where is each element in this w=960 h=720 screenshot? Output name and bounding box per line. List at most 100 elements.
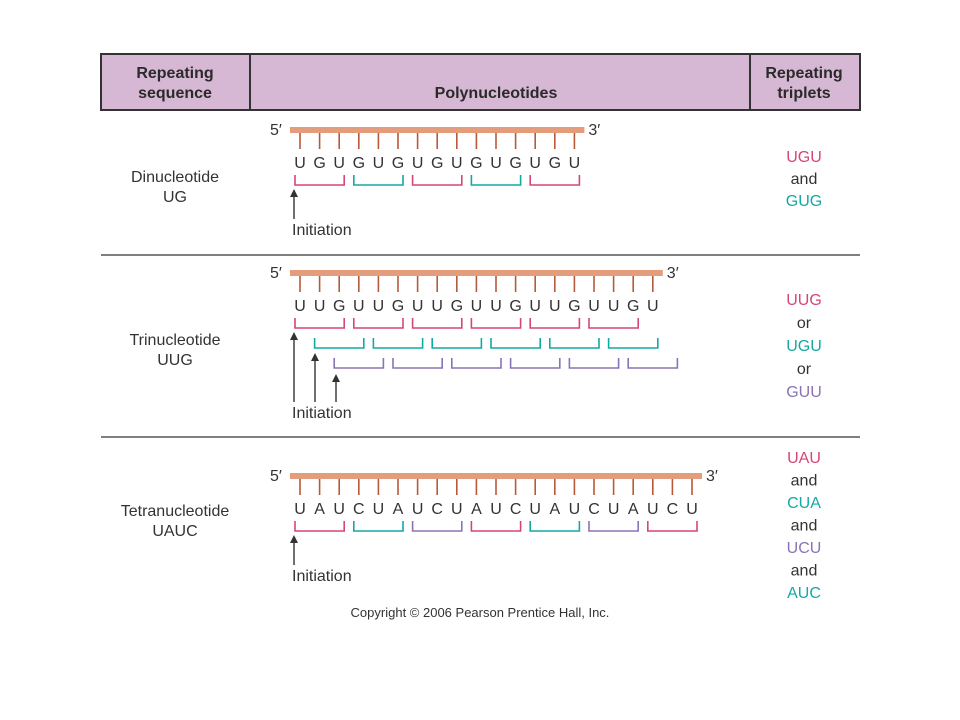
prime-3-label: 3′ [588, 122, 600, 139]
base-letter: G [549, 155, 561, 172]
base-letter: U [549, 298, 561, 315]
initiation-label: Initiation [292, 568, 352, 585]
triplet-connector-word: and [791, 563, 818, 580]
initiation-arrow-head [290, 332, 298, 340]
base-letter: G [392, 155, 404, 172]
header-col3-line1: Repeating [765, 65, 842, 82]
codon-bracket [490, 338, 541, 349]
triplet-connector-word: or [797, 315, 812, 332]
base-letter: U [294, 501, 306, 518]
header-col1-line1: Repeating [136, 65, 213, 82]
base-letter: U [353, 298, 365, 315]
codon-bracket [549, 338, 600, 349]
base-letter: U [294, 155, 306, 172]
base-letter: G [333, 298, 345, 315]
row-label-name: Dinucleotide [131, 169, 219, 186]
header-col1-line2: sequence [138, 85, 212, 102]
header-col2: Polynucleotides [435, 85, 558, 102]
prime-3-label: 3′ [706, 468, 718, 485]
codon-bracket [294, 175, 345, 186]
base-letter: G [627, 298, 639, 315]
base-letter: U [373, 501, 385, 518]
base-letter: G [353, 155, 365, 172]
initiation-arrow-head [311, 353, 319, 361]
row-label-name: Tetranucleotide [121, 503, 230, 520]
base-letter: G [392, 298, 404, 315]
row-label-sequence: UUG [157, 352, 193, 369]
repeating-triplet: CUA [787, 495, 821, 512]
row-label-name: Trinucleotide [129, 332, 220, 349]
base-letter: U [373, 155, 385, 172]
base-letter: U [569, 155, 581, 172]
codon-bracket [372, 338, 424, 349]
codon-bracket [607, 338, 659, 349]
base-letter: U [490, 501, 502, 518]
base-letter: U [490, 298, 502, 315]
repeating-triplet: GUG [786, 193, 822, 210]
base-letter: U [314, 298, 326, 315]
initiation-arrow-head [332, 374, 340, 382]
base-letter: G [451, 298, 463, 315]
codon-bracket [451, 358, 502, 369]
base-letter: C [431, 501, 443, 518]
codon-bracket [411, 318, 463, 329]
codon-bracket [627, 358, 679, 369]
repeating-triplet: UGU [786, 149, 822, 166]
base-letter: U [588, 298, 600, 315]
base-letter: U [431, 298, 443, 315]
codon-bracket [353, 318, 404, 329]
repeating-triplet: AUC [787, 585, 821, 602]
prime-5-label: 5′ [270, 468, 282, 485]
codon-bracket [353, 521, 404, 532]
base-letter: U [529, 501, 541, 518]
repeating-triplet: UUG [786, 292, 822, 309]
base-letter: G [509, 298, 521, 315]
base-letter: G [313, 155, 325, 172]
base-letter: U [333, 501, 345, 518]
triplet-connector-word: and [791, 171, 818, 188]
codon-bracket [588, 521, 639, 532]
base-letter: C [667, 501, 679, 518]
base-letter: G [470, 155, 482, 172]
codon-bracket [568, 358, 620, 369]
base-letter: U [490, 155, 502, 172]
base-letter: U [608, 298, 620, 315]
base-letter: G [568, 298, 580, 315]
codon-bracket [470, 521, 522, 532]
base-letter: U [412, 155, 424, 172]
codon-bracket [313, 338, 365, 349]
base-letter: U [529, 155, 541, 172]
codon-bracket [470, 175, 522, 186]
row-label-sequence: UAUC [152, 523, 197, 540]
rna-backbone [290, 270, 663, 276]
table-header: Repeating sequence Polynucleotides Repea… [100, 53, 861, 111]
base-letter: C [510, 501, 522, 518]
codon-bracket [392, 358, 443, 369]
rna-backbone [290, 473, 702, 479]
base-letter: G [431, 155, 443, 172]
base-letter: U [333, 155, 345, 172]
row-label-sequence: UG [163, 189, 187, 206]
base-letter: A [314, 501, 325, 518]
base-letter: U [373, 298, 385, 315]
codon-bracket [411, 175, 463, 186]
base-letter: G [509, 155, 521, 172]
base-letter: U [412, 501, 424, 518]
codon-bracket [529, 175, 581, 186]
initiation-label: Initiation [292, 405, 352, 422]
prime-3-label: 3′ [667, 265, 679, 282]
base-letter: U [529, 298, 541, 315]
base-letter: U [569, 501, 581, 518]
codon-bracket [470, 318, 522, 329]
codon-bracket [529, 318, 581, 329]
base-letter: U [451, 155, 463, 172]
base-letter: A [628, 501, 639, 518]
base-letter: A [471, 501, 482, 518]
base-letter: U [608, 501, 620, 518]
base-letter: U [686, 501, 698, 518]
